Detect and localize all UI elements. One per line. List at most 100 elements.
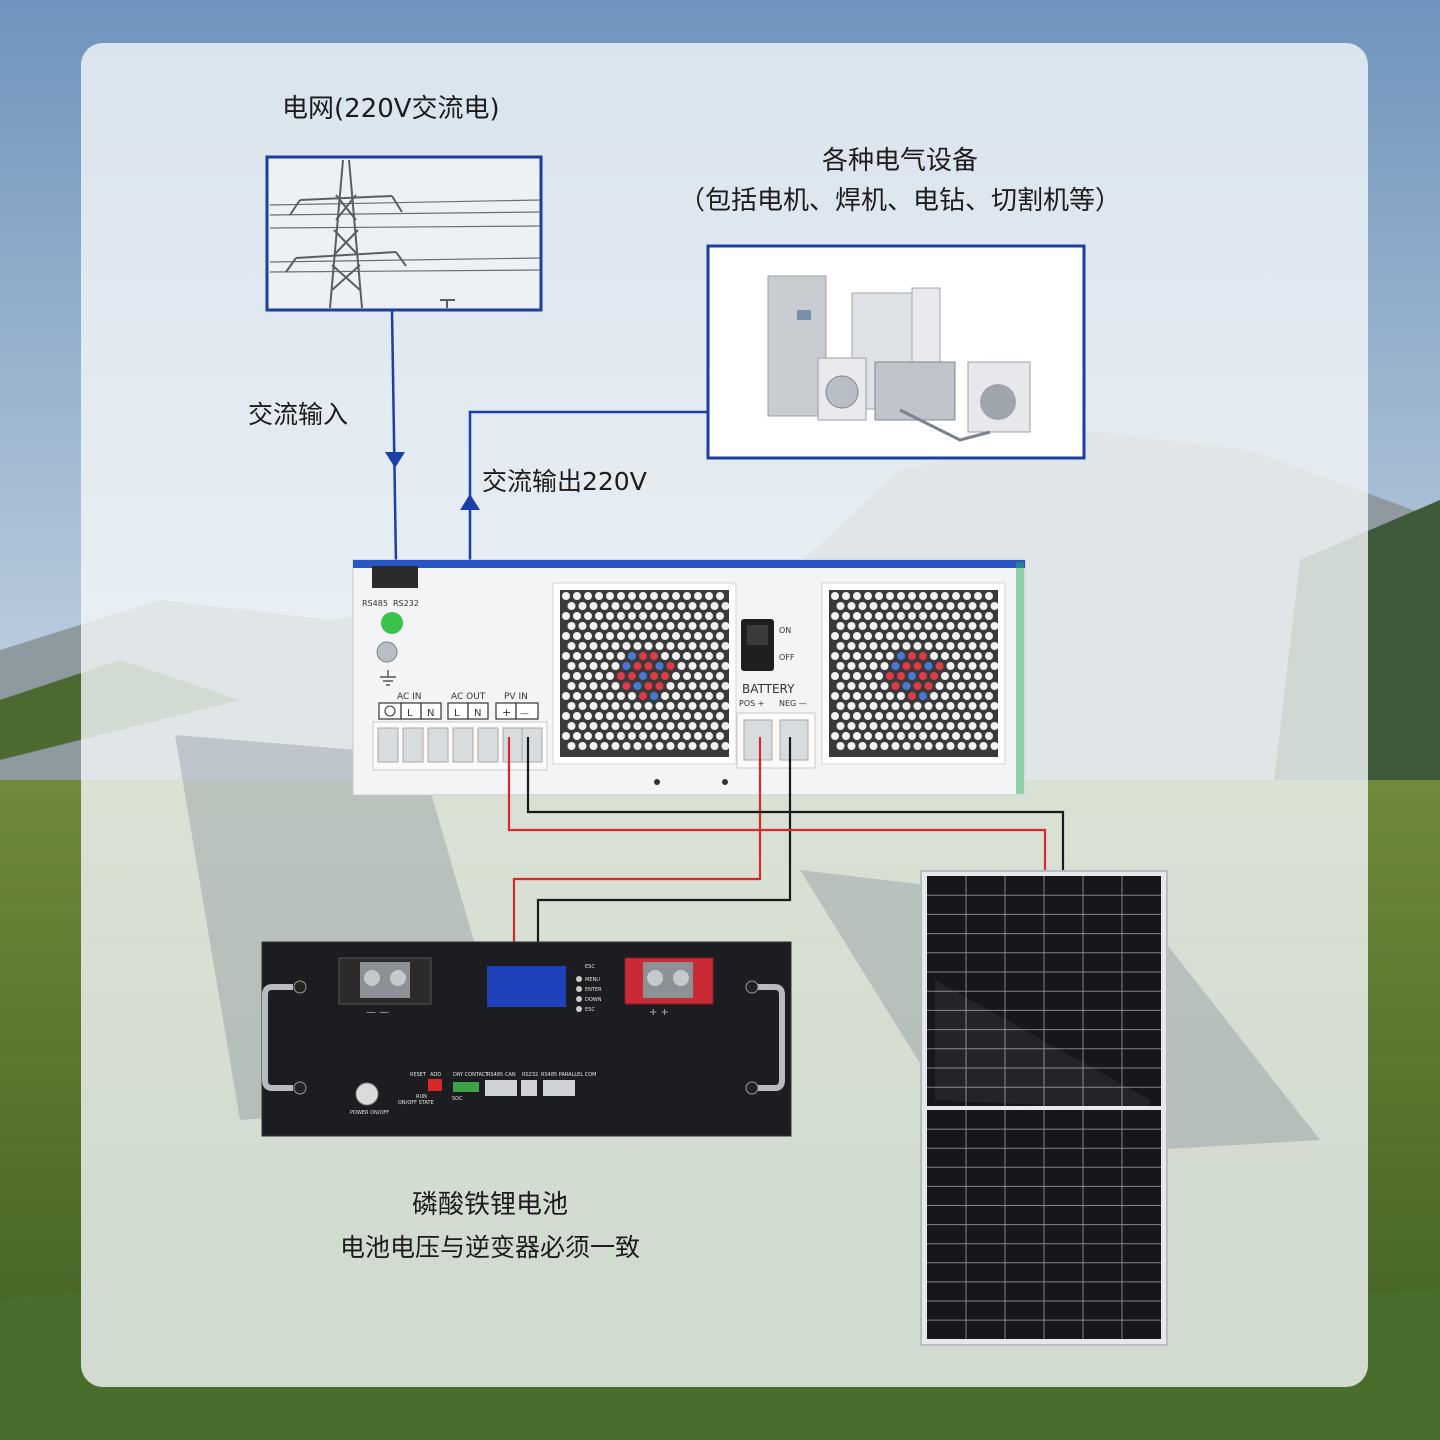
grille-hole <box>650 712 658 720</box>
rs485-can-port[interactable] <box>485 1080 517 1096</box>
grille-hole <box>886 632 894 640</box>
grille-hole <box>661 612 669 620</box>
grille-hole <box>721 622 730 630</box>
grille-hole <box>677 622 686 630</box>
pv-negative-wire <box>526 737 1065 873</box>
grille-hole <box>683 672 691 680</box>
grille-hole <box>842 632 850 640</box>
dry-contact-port[interactable] <box>453 1082 479 1092</box>
grille-hole <box>595 732 603 740</box>
grille-hole <box>963 652 971 660</box>
switch-on-label: ON <box>779 626 791 635</box>
grille-hole <box>919 692 927 700</box>
grille-hole <box>622 622 631 630</box>
equipment-subtitle: （包括电机、焊机、电钻、切割机等） <box>678 186 1121 216</box>
rs485-can-label: RS485 <box>487 1072 503 1078</box>
dip-switch[interactable] <box>428 1079 442 1091</box>
grille-hole <box>683 652 691 660</box>
grille-hole <box>688 622 697 630</box>
grille-hole <box>842 672 850 680</box>
grille-hole <box>617 692 625 700</box>
grille-hole <box>897 632 905 640</box>
down-button[interactable] <box>576 996 582 1002</box>
grille-hole <box>672 592 680 600</box>
grille-hole <box>963 732 971 740</box>
parallel-com-port[interactable] <box>543 1080 575 1096</box>
grille-hole <box>979 662 988 670</box>
grille-hole <box>974 632 982 640</box>
grille-hole <box>628 652 636 660</box>
grille-hole <box>688 642 697 650</box>
grille-hole <box>567 642 576 650</box>
grille-hole <box>836 702 845 710</box>
grille-hole <box>908 612 916 620</box>
grille-hole <box>677 602 686 610</box>
grille-hole <box>930 652 938 660</box>
menu-button[interactable] <box>576 976 582 982</box>
grille-hole <box>930 732 938 740</box>
grille-hole <box>606 612 614 620</box>
grid-title: 电网(220V交流电) <box>282 94 500 124</box>
grille-hole <box>946 722 955 730</box>
grille-hole <box>935 682 944 690</box>
grille-hole <box>842 732 850 740</box>
grille-hole <box>578 702 587 710</box>
esc-button[interactable] <box>576 1006 582 1012</box>
grille-hole <box>606 732 614 740</box>
rs232-port[interactable] <box>521 1080 537 1096</box>
grille-hole <box>606 672 614 680</box>
grille-hole <box>836 742 845 750</box>
grille-hole <box>886 732 894 740</box>
grille-hole <box>600 602 609 610</box>
pos-label: POS + <box>739 699 764 708</box>
grille-hole <box>853 672 861 680</box>
grille-hole <box>666 742 675 750</box>
grille-hole <box>639 612 647 620</box>
grille-hole <box>952 612 960 620</box>
grille-hole <box>688 602 697 610</box>
grille-hole <box>644 742 653 750</box>
grille-hole <box>655 682 664 690</box>
grille-hole <box>721 702 730 710</box>
grille-hole <box>908 732 916 740</box>
grille-hole <box>831 652 839 660</box>
enter-button[interactable] <box>576 986 582 992</box>
grille-hole <box>968 622 977 630</box>
grille-hole <box>655 622 664 630</box>
grille-hole <box>683 592 691 600</box>
grille-hole <box>705 592 713 600</box>
grille-hole <box>946 642 955 650</box>
grille-hole <box>902 622 911 630</box>
grille-hole <box>913 602 922 610</box>
grille-hole <box>633 662 642 670</box>
grille-hole <box>584 712 592 720</box>
grille-hole <box>661 652 669 660</box>
grille-hole <box>688 682 697 690</box>
grille-hole <box>869 642 878 650</box>
grille-hole <box>941 652 949 660</box>
grille-hole <box>924 622 933 630</box>
grille-hole <box>628 592 636 600</box>
grille-hole <box>836 682 845 690</box>
battery-lcd-display <box>487 966 566 1007</box>
grille-hole <box>628 712 636 720</box>
grille-hole <box>891 662 900 670</box>
grille-hole <box>650 652 658 660</box>
grille-hole <box>869 722 878 730</box>
rs485-rs232-port[interactable] <box>372 566 418 588</box>
power-button[interactable] <box>355 1082 379 1106</box>
grille-hole <box>952 632 960 640</box>
grille-hole <box>655 722 664 730</box>
grille-hole <box>880 642 889 650</box>
pv-in-label: PV IN <box>504 692 528 702</box>
grille-hole <box>891 642 900 650</box>
grille-hole <box>622 642 631 650</box>
grille-hole <box>611 682 620 690</box>
grille-hole <box>858 602 867 610</box>
grille-hole <box>617 592 625 600</box>
grille-hole <box>677 722 686 730</box>
grille-hole <box>886 712 894 720</box>
grille-hole <box>847 722 856 730</box>
grille-hole <box>617 732 625 740</box>
grille-hole <box>847 622 856 630</box>
